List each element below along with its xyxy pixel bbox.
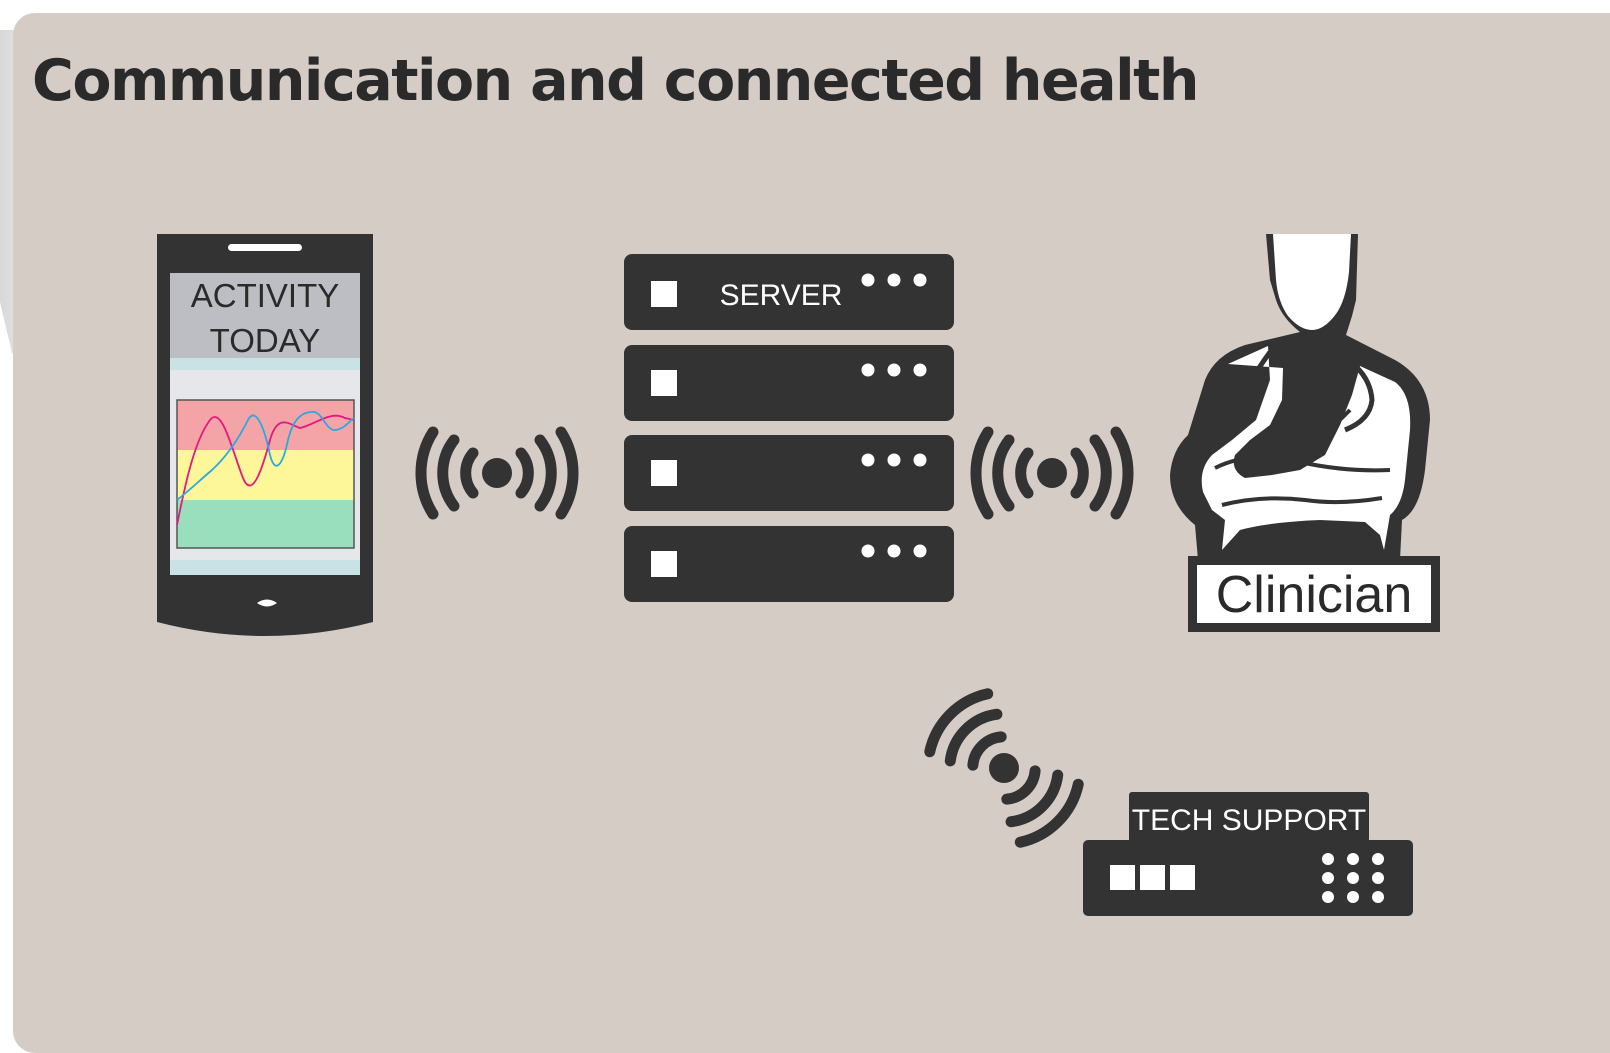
server-unit bbox=[624, 526, 954, 602]
server-unit bbox=[624, 345, 954, 421]
activity-line-blue bbox=[176, 411, 355, 501]
page-title: Communication and connected health bbox=[32, 48, 1199, 114]
server-unit bbox=[624, 435, 954, 511]
phone-screen-heading-line2: TODAY bbox=[210, 322, 321, 359]
server-rack-icon: SERVER bbox=[624, 254, 954, 602]
phone-screen-header bbox=[170, 273, 360, 358]
wireless-signal-icon bbox=[924, 688, 1084, 848]
wireless-signal-icon bbox=[415, 426, 579, 520]
tech-support-label: TECH SUPPORT bbox=[1132, 804, 1366, 837]
phone-screen-heading-line1: ACTIVITY bbox=[191, 277, 340, 314]
clinician-icon: Clinician bbox=[1170, 234, 1440, 632]
router-icon: TECH SUPPORT bbox=[1083, 792, 1413, 916]
activity-line-pink bbox=[176, 414, 355, 526]
router-port-dots bbox=[1322, 853, 1384, 903]
wireless-signal-icon bbox=[970, 426, 1134, 520]
activity-zone-low bbox=[177, 500, 354, 548]
connected-health-diagram: ACTIVITY TODAY SERVER bbox=[157, 234, 1440, 916]
clinician-label: Clinician bbox=[1216, 566, 1413, 624]
smartphone-icon: ACTIVITY TODAY bbox=[157, 234, 373, 636]
server-label: SERVER bbox=[720, 279, 843, 312]
server-unit: SERVER bbox=[624, 254, 954, 330]
phone-home-button bbox=[257, 599, 277, 607]
